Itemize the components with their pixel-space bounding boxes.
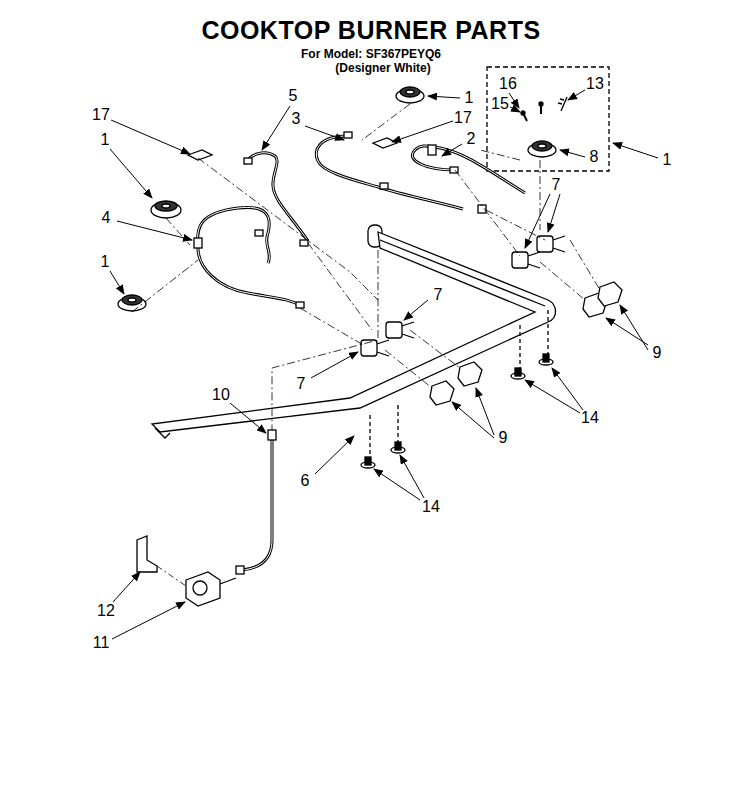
callout-number: 14 (421, 499, 441, 515)
callout-number: 5 (288, 88, 299, 104)
bracket (137, 536, 157, 572)
callout-number: 8 (589, 149, 600, 165)
callout-number: 7 (433, 287, 444, 303)
callout-number: 13 (585, 76, 605, 92)
callout-number: 6 (300, 473, 311, 489)
model-subtitle: For Model: SF367PEYQ6 (301, 48, 441, 60)
diagram-title: COOKTOP BURNER PARTS (201, 18, 540, 43)
burner (528, 141, 556, 157)
callout-number: 1 (100, 132, 111, 148)
callout-number: 10 (211, 387, 231, 403)
regulator (186, 572, 236, 606)
callout-number: 16 (498, 76, 518, 92)
callout-number: 14 (580, 410, 600, 426)
callout-number: 3 (291, 111, 302, 127)
burner (151, 201, 181, 218)
callout-number: 1 (464, 90, 475, 106)
callout-number: 1 (100, 254, 111, 270)
manifold (152, 225, 556, 438)
group-box (487, 67, 609, 171)
screw (361, 310, 553, 468)
burner (396, 87, 424, 103)
callout-number: 2 (466, 131, 477, 147)
switch (430, 282, 622, 405)
callout-number: 11 (92, 635, 111, 651)
callout-number: 4 (101, 210, 112, 226)
callout-number: 12 (96, 603, 116, 619)
callout-number: 17 (91, 107, 111, 123)
model-subtitle: (Designer White) (335, 62, 430, 74)
callout-number: 1 (662, 152, 673, 168)
callout-number: 7 (551, 177, 562, 193)
callout-number: 15 (490, 96, 510, 112)
valve (361, 236, 565, 356)
callout-number: 17 (453, 110, 473, 126)
callout-number: 9 (652, 345, 663, 361)
callout-number: 9 (498, 430, 509, 446)
callout-number: 7 (296, 376, 307, 392)
leader-line (110, 90, 658, 639)
burner (118, 295, 146, 311)
